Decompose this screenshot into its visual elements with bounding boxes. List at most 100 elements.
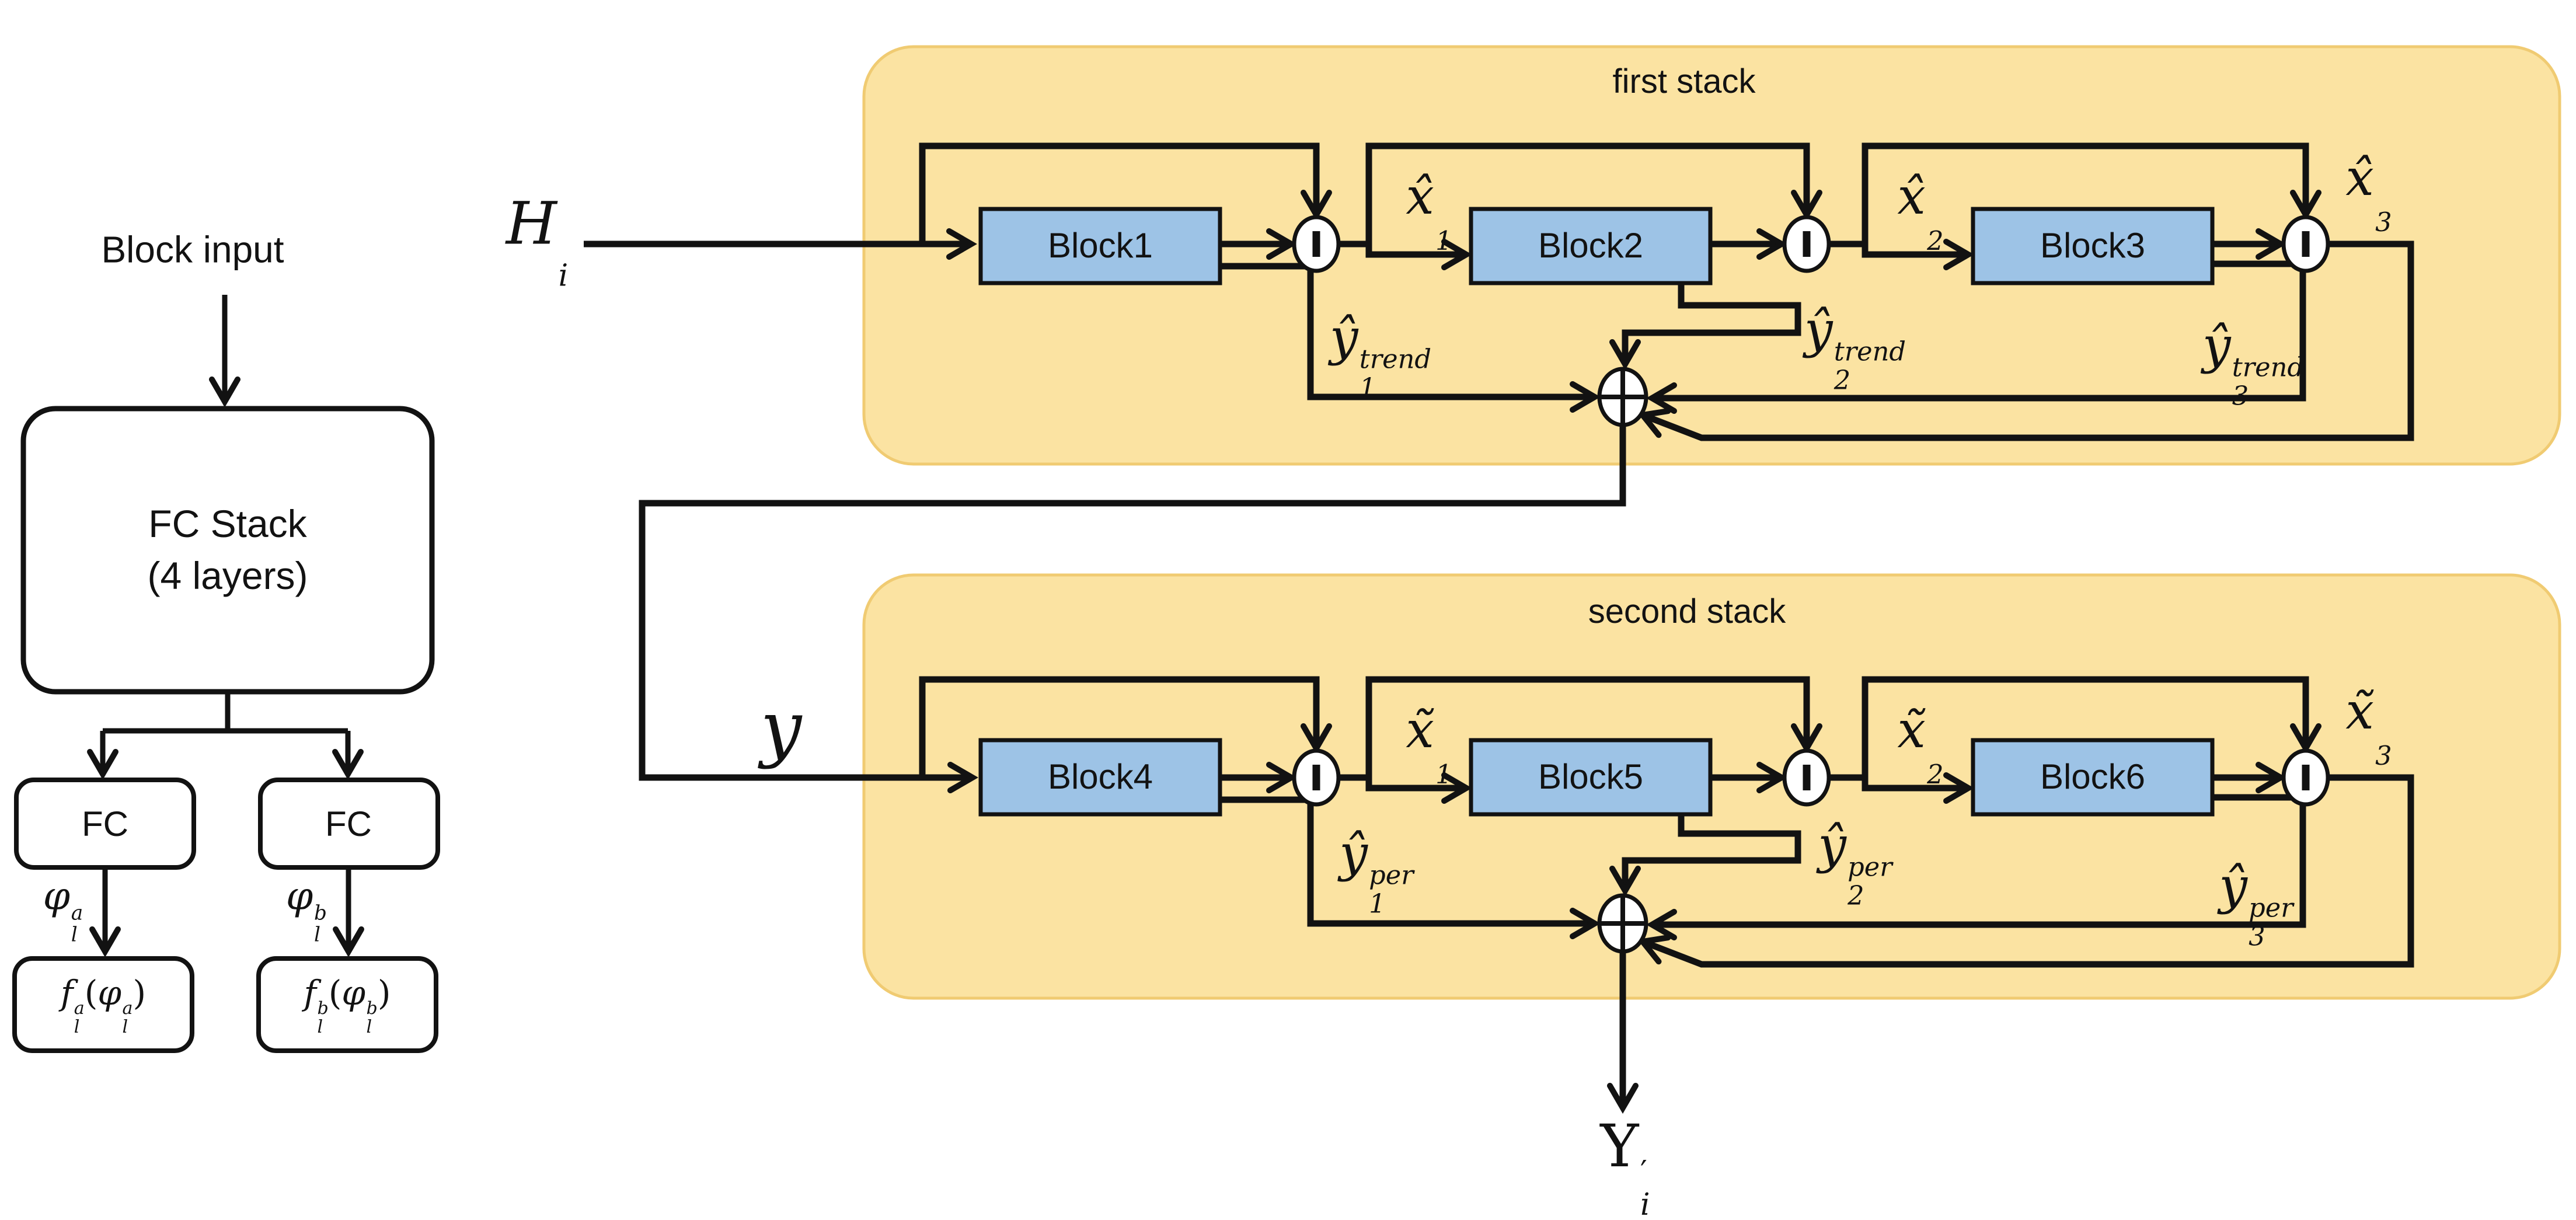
y-hat-2-per-sub: 2 bbox=[1848, 880, 1864, 911]
f-b-fn-sup: b bbox=[317, 998, 329, 1019]
x-hat-2-sup bbox=[1927, 199, 1943, 227]
phi-a-sup: a bbox=[71, 901, 83, 925]
f-a-open: ( bbox=[84, 973, 98, 1013]
stack1-skip-2 bbox=[1365, 142, 1822, 244]
x-tilde-2-base: x̃ bbox=[1897, 701, 1926, 760]
stack1-to-stack2-connector bbox=[639, 425, 1626, 793]
x-tilde-2-sup bbox=[1927, 733, 1943, 761]
h-i-base: H bbox=[506, 189, 557, 258]
block4-box bbox=[978, 738, 1222, 817]
x-hat-3-sup bbox=[2375, 180, 2392, 208]
x-hat-2-sub: 2 bbox=[1927, 225, 1944, 257]
phi-b-sup: b bbox=[313, 901, 327, 925]
block1-box bbox=[978, 207, 1222, 285]
fc-left-label: FC bbox=[82, 804, 128, 843]
stack2-skip-1 bbox=[919, 676, 1332, 778]
y-hat-3-trend-sup: trend bbox=[2232, 351, 2305, 383]
fc-right-label: FC bbox=[325, 804, 372, 843]
x-tilde-1-base: x̃ bbox=[1406, 701, 1434, 760]
stack1-subtract2-to-block3 bbox=[1829, 239, 1974, 270]
x-tilde-3-label: x̃3 bbox=[2345, 682, 2392, 771]
y-input-label: y bbox=[760, 686, 802, 771]
stack1-forecast3-line bbox=[1646, 260, 2306, 414]
block5-label: Block5 bbox=[1538, 757, 1644, 796]
block-input-label: Block input bbox=[101, 228, 284, 271]
f-a-arg-sub: l bbox=[122, 1017, 128, 1038]
f-b-open: ( bbox=[328, 973, 342, 1013]
stack1-residual-return-line bbox=[1637, 240, 2414, 441]
f-b-arg: φ bbox=[341, 973, 366, 1013]
f-b-close: ) bbox=[377, 973, 391, 1013]
y-hat-1-trend-sup: trend bbox=[1359, 343, 1432, 375]
y-hat-3-per-sub: 3 bbox=[2249, 921, 2265, 952]
block3-box bbox=[1971, 207, 2215, 285]
fc-stack-line2: (4 layers) bbox=[147, 554, 308, 597]
y-hat-2-trend-sup: trend bbox=[1833, 336, 1906, 367]
block2-box bbox=[1469, 207, 1713, 285]
x-tilde-1-sup bbox=[1435, 733, 1452, 761]
stack1-skip-3 bbox=[1862, 142, 2321, 244]
y-prime-base: Y bbox=[1600, 1111, 1639, 1180]
x-hat-3-base: x̂ bbox=[2345, 149, 2374, 208]
x-hat-2-label: x̂2 bbox=[1897, 167, 1943, 256]
phi-a-sub: l bbox=[71, 923, 78, 947]
x-hat-1-sup bbox=[1435, 199, 1452, 227]
h-i-sub: i bbox=[558, 258, 569, 294]
x-tilde-3-sub: 3 bbox=[2375, 740, 2392, 772]
stack1-subtract1-to-block2 bbox=[1338, 239, 1472, 270]
stack2-forecast2-line bbox=[1609, 814, 1801, 897]
y-hat-2-per-sup: per bbox=[1848, 851, 1892, 883]
f-a-arg: φ bbox=[97, 973, 122, 1013]
f-a-fn-sup: a bbox=[74, 998, 85, 1019]
stack1-forecast1-line bbox=[1220, 263, 1601, 413]
y-prime-output-label: Y′i bbox=[1600, 1111, 1650, 1220]
stack2-skip-3 bbox=[1862, 676, 2321, 778]
phi-b-base: φ bbox=[286, 873, 313, 919]
x-hat-3-label: x̂3 bbox=[2345, 148, 2392, 237]
x-tilde-2-sub: 2 bbox=[1927, 759, 1944, 790]
y-hat-1-per-sub: 1 bbox=[1369, 888, 1386, 919]
y-hat-1-per-sup: per bbox=[1369, 859, 1414, 891]
block6-label: Block6 bbox=[2040, 757, 2146, 796]
stack2-subtract4-to-block5 bbox=[1338, 772, 1472, 804]
phi-a-base: φ bbox=[43, 873, 71, 919]
stack2-skip-2 bbox=[1365, 676, 1822, 778]
f-b-fn-sub: l bbox=[317, 1017, 323, 1038]
stack1-forecast2-line bbox=[1609, 283, 1801, 370]
block4-label: Block4 bbox=[1047, 757, 1153, 796]
y-hat-3-trend-base: ŷ bbox=[2202, 316, 2231, 375]
h-i-sup bbox=[559, 226, 569, 259]
x-hat-1-label: x̂1 bbox=[1406, 167, 1452, 256]
x-tilde-2-label: x̃2 bbox=[1897, 700, 1943, 789]
f-b-arg-sup: b bbox=[366, 998, 378, 1019]
stack2-forecast3-line bbox=[1646, 794, 2306, 940]
x-tilde-1-label: x̃1 bbox=[1406, 700, 1452, 789]
fc-right-box bbox=[258, 778, 440, 870]
phi-b-sub: l bbox=[313, 923, 320, 947]
y-hat-3-trend-sub: 3 bbox=[2232, 380, 2249, 412]
x-tilde-1-sub: 1 bbox=[1435, 759, 1452, 790]
f-a-fn: f bbox=[60, 973, 74, 1013]
block3-label: Block3 bbox=[2040, 226, 2146, 265]
block5-box bbox=[1469, 738, 1713, 817]
y-hat-1-trend-sub: 1 bbox=[1359, 372, 1376, 403]
block2-label: Block2 bbox=[1538, 226, 1644, 265]
stack2-residual-return-line bbox=[1637, 774, 2414, 968]
x-hat-3-sub: 3 bbox=[2375, 207, 2392, 238]
block6-box bbox=[1971, 738, 2215, 817]
second-stack-title: second stack bbox=[1588, 592, 1786, 631]
first-stack-title: first stack bbox=[1612, 62, 1756, 101]
x-tilde-3-sup bbox=[2375, 714, 2392, 742]
y-hat-3-per-base: ŷ bbox=[2219, 857, 2247, 916]
y-hat-2-trend-sub: 2 bbox=[1833, 364, 1851, 396]
